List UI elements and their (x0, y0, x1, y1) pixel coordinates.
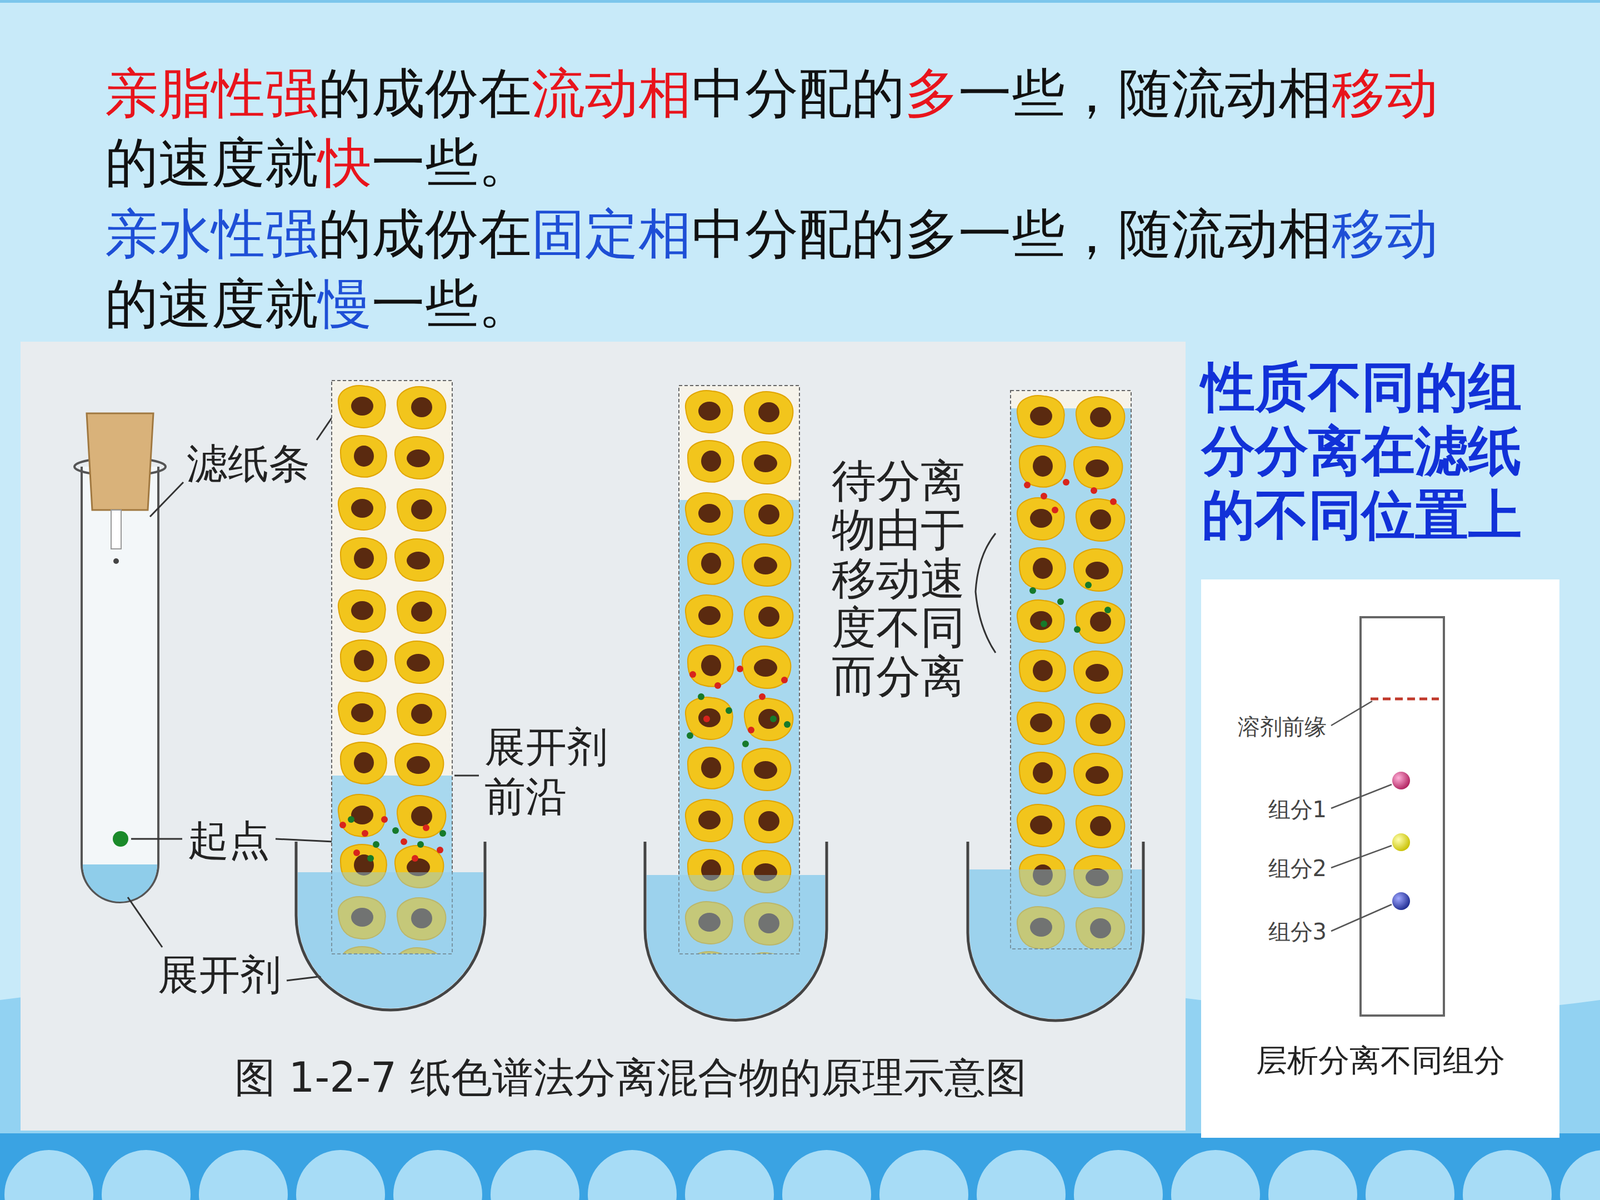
text-run: 固定相 (531, 202, 692, 265)
leader-lines (127, 415, 996, 981)
text-line: 亲脂性强的成份在流动相中分配的多一些，随流动相移动 (105, 58, 1439, 129)
text-run: 的速度就 (105, 131, 319, 194)
note-text: 待分离 物由于 移动速 度不同 而分离 (831, 456, 979, 702)
text-run: 一些。 (371, 272, 532, 335)
part-label: 起点 (187, 815, 270, 865)
text-line: 亲水性强的成份在固定相中分配的多一些，随流动相移动 (105, 198, 1439, 270)
text-run: 慢 (318, 272, 372, 335)
part-label: 展开剂 前沿 (484, 722, 620, 822)
text-line: 的速度就快一些。 (105, 127, 532, 199)
text-run: 中分配的多一些，随流动相 (691, 202, 1332, 265)
text-run: 移动 (1331, 62, 1439, 125)
text-run: 一些，随流动相 (958, 62, 1332, 125)
text-run: 的成份在 (318, 202, 532, 265)
text-run: 中分配的 (691, 62, 905, 125)
text-run: 亲水性强 (105, 202, 319, 265)
text-run: 的成份在 (318, 62, 532, 125)
part-label: 组分1 (1268, 796, 1327, 823)
text-run: 亲脂性强 (105, 62, 319, 125)
note-text: 性质不同的组分分离在滤纸的不同位置上 (1201, 355, 1525, 548)
part-label: 展开剂 (157, 950, 282, 1000)
photo-ground (20, 341, 1186, 1131)
beaker-2 (645, 385, 827, 1021)
part-label: 滤纸条 (186, 438, 310, 489)
test-tube (74, 413, 166, 903)
beaker-3 (967, 390, 1144, 1021)
chromatogram-panel (1201, 579, 1560, 1138)
text-run: 快 (318, 131, 372, 194)
text-run: 移动 (1331, 202, 1439, 265)
beaker-1 (296, 380, 485, 1010)
part-label: 组分2 (1268, 855, 1327, 882)
text-run: 多 (905, 62, 959, 125)
text-line: 的速度就慢一些。 (105, 268, 532, 340)
text-run: 的速度就 (105, 272, 319, 335)
part-label: 组分3 (1268, 918, 1327, 945)
text-run: 流动相 (531, 62, 692, 125)
top-stripe (0, 0, 1600, 3)
text-run: 一些。 (371, 131, 532, 194)
figure-caption: 层析分离不同组分 (1256, 1041, 1505, 1079)
scallops (4, 1150, 1600, 1200)
figure-caption: 图 1-2-7 纸色谱法分离混合物的原理示意图 (234, 1052, 1027, 1103)
part-label: 溶剂前缘 (1237, 713, 1327, 740)
